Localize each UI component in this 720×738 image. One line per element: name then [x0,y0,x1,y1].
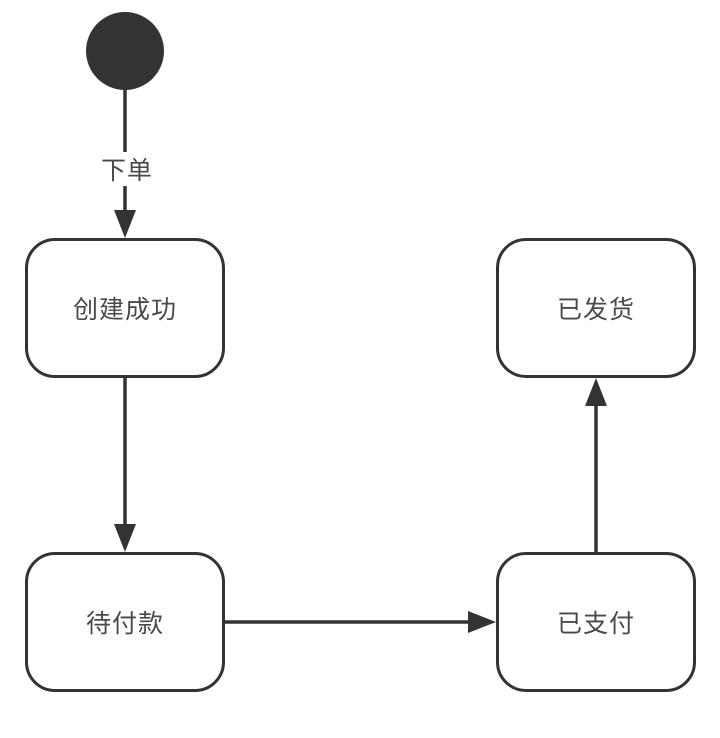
initial-state-circle[interactable] [86,12,164,90]
arrowhead-right-into-paid [468,611,496,633]
arrowhead-down-into-pending [114,524,136,552]
arrowhead-down-into-created [114,210,136,238]
state-node-created[interactable]: 创建成功 [25,238,225,378]
state-node-pending-payment[interactable]: 待付款 [25,552,225,692]
edge-label-place-order: 下单 [97,152,157,186]
arrowhead-up-into-shipped [585,378,607,406]
state-node-shipped[interactable]: 已发货 [496,238,696,378]
state-node-paid[interactable]: 已支付 [496,552,696,692]
